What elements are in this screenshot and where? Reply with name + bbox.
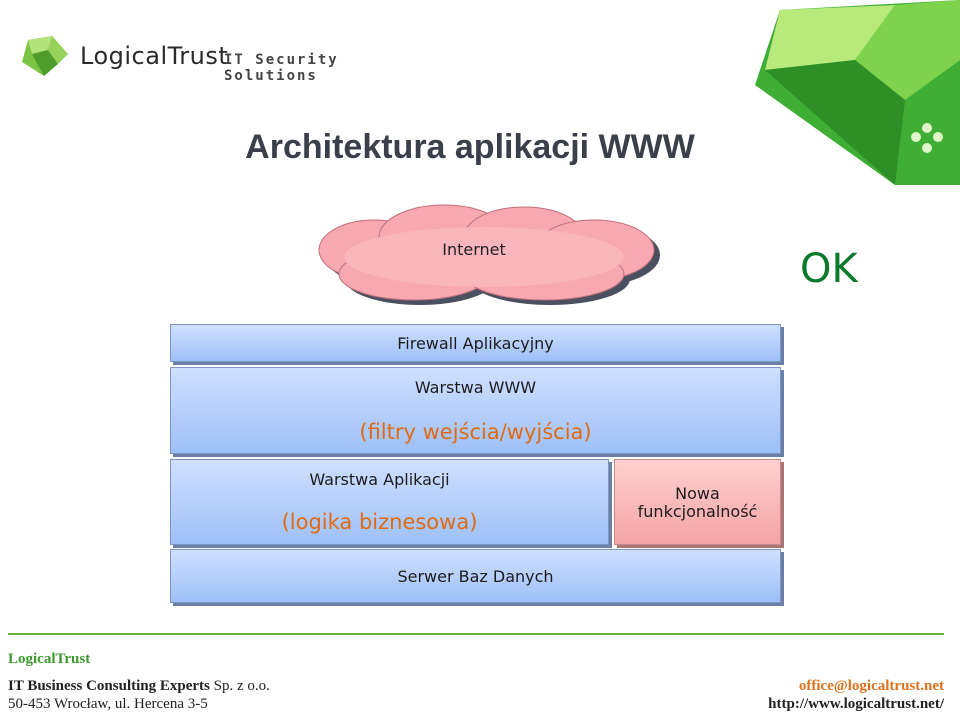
new-functionality-line2: funkcjonalność <box>637 502 758 521</box>
logo-tagline: IT Security Solutions <box>224 52 339 84</box>
logo-name: LogicalTrust <box>80 42 229 70</box>
slide-title: Architektura aplikacji WWW <box>245 128 695 166</box>
firewall-label: Firewall Aplikacyjny <box>397 334 554 353</box>
www-layer: Warstwa WWW (filtry wejścia/wyjścia) <box>170 367 781 454</box>
footer-company-line: IT Business Consulting Experts Sp. z o.o… <box>8 678 270 695</box>
firewall-layer: Firewall Aplikacyjny <box>170 324 781 362</box>
flower-icon <box>911 123 943 153</box>
new-functionality-line1: Nowa <box>675 484 720 503</box>
footer-email-link[interactable]: office@logicaltrust.net <box>798 678 944 694</box>
www-sublabel: (filtry wejścia/wyjścia) <box>359 420 592 444</box>
footer-divider <box>8 633 944 635</box>
logo-gem-icon <box>22 36 68 76</box>
footer-website-link[interactable]: http://www.logicaltrust.net/ <box>768 696 944 712</box>
new-functionality-layer: Nowa funkcjonalność <box>614 459 781 545</box>
company-logo: LogicalTrust IT Security Solutions <box>18 34 438 84</box>
status-ok-text: OK <box>800 246 858 292</box>
decorative-corner-graphic <box>755 0 960 185</box>
application-sublabel: (logika biznesowa) <box>281 510 478 534</box>
internet-label: Internet <box>442 240 506 259</box>
www-label: Warstwa WWW <box>414 378 537 397</box>
database-server-label: Serwer Baz Danych <box>397 567 554 586</box>
application-layer: Warstwa Aplikacji (logika biznesowa) <box>170 459 609 545</box>
footer-company-line-rest: Sp. z o.o. <box>213 678 270 694</box>
application-label: Warstwa Aplikacji <box>309 470 450 489</box>
internet-cloud-shape <box>318 204 660 305</box>
footer-address: 50-453 Wrocław, ul. Hercena 3-5 <box>8 696 208 712</box>
database-server-layer: Serwer Baz Danych <box>170 549 781 603</box>
footer-company-name: LogicalTrust <box>8 651 91 667</box>
footer-company-line-bold: IT Business Consulting Experts <box>8 678 210 694</box>
